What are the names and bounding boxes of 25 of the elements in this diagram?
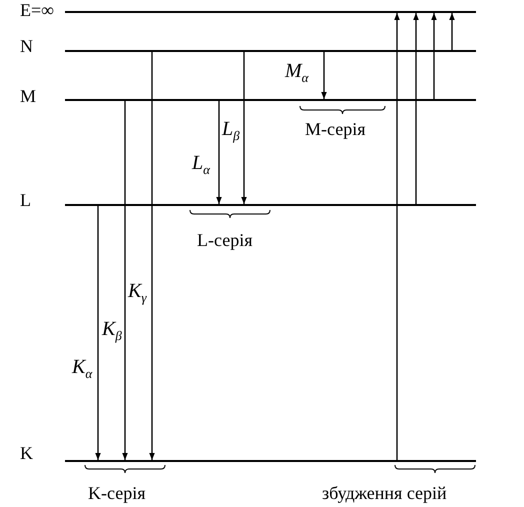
series-label: збудження серій <box>322 482 447 504</box>
level-label: M <box>20 85 36 107</box>
arrow <box>95 206 101 460</box>
edge-label: K$_{β}$ <box>102 318 122 345</box>
arrow <box>241 52 247 204</box>
arrow <box>321 52 327 99</box>
level-label: N <box>20 35 33 57</box>
edge-label: K$_{α}$ <box>72 356 92 383</box>
arrow <box>449 13 455 50</box>
level-label: E=∞ <box>20 0 54 21</box>
arrow <box>216 101 222 204</box>
arrow <box>431 13 437 99</box>
series-label: M-серія <box>305 118 366 140</box>
level-label: L <box>20 189 31 211</box>
arrow <box>413 13 419 204</box>
series-label: L-серія <box>197 229 252 251</box>
edge-label: M$_{α}$ <box>285 60 308 87</box>
edge-label: K$_{γ}$ <box>128 280 146 307</box>
arrow <box>149 52 155 460</box>
edge-label: L$_{α}$ <box>192 152 210 179</box>
series-label: K-серія <box>88 482 146 504</box>
arrow <box>122 101 128 460</box>
arrow <box>394 13 400 460</box>
edge-label: L$_{β}$ <box>222 118 240 145</box>
level-label: K <box>20 442 33 464</box>
